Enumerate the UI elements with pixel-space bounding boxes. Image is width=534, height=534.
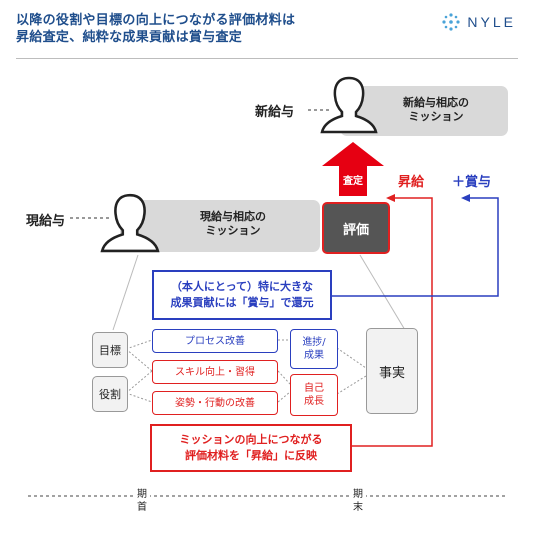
up-arrow-icon [322, 142, 384, 196]
current-mission-label: 現給与相応の ミッション [168, 210, 298, 238]
attitude-improvement-box: 姿勢・行動の改善 [152, 391, 278, 415]
goal-box: 目標 [92, 332, 128, 368]
raise-callout: ミッションの向上につながる 評価材料を「昇給」に反映 [150, 424, 352, 472]
person-silhouette-icon [320, 76, 378, 134]
current-mission-line-1: 現給与相応の [200, 210, 266, 223]
current-mission-line-2: ミッション [205, 224, 261, 237]
sparkle-logo-icon [442, 13, 461, 31]
period-end-label: 期 末 [350, 488, 366, 514]
brand-logo: NYLE [441, 12, 516, 32]
new-salary-label: 新給与 [255, 105, 295, 120]
current-salary-label: 現給与 [26, 214, 66, 229]
role-box: 役割 [92, 376, 128, 412]
raise-callout-line-1: ミッションの向上につながる [179, 433, 323, 446]
bonus-callout-line-2: 成果貢献には「賞与」で還元 [170, 296, 314, 309]
self-growth-box: 自己 成長 [290, 374, 338, 416]
new-mission-line-2: ミッション [408, 110, 464, 123]
logo-text: NYLE [467, 14, 516, 30]
new-mission-label: 新給与相応の ミッション [376, 96, 496, 124]
bonus-label: ＋賞与 [452, 175, 492, 190]
period-end-line-1: 期 [353, 489, 363, 500]
person-silhouette-icon [100, 193, 160, 253]
period-end-line-2: 末 [353, 502, 363, 513]
title-line-1: 以降の役割や目標の向上につながる評価材料は [16, 13, 296, 28]
new-mission-line-1: 新給与相応の [403, 96, 469, 109]
page-title: 以降の役割や目標の向上につながる評価材料は 昇給査定、純粋な成果貢献は賞与査定 [16, 12, 295, 46]
skill-improvement-box: スキル向上・習得 [152, 360, 278, 384]
title-line-2: 昇給査定、純粋な成果貢献は賞与査定 [16, 30, 243, 45]
period-start-label: 期 首 [134, 488, 150, 514]
evaluation-box: 評価 [322, 202, 390, 254]
fact-box: 事実 [366, 328, 418, 414]
progress-result-box: 進捗/ 成果 [290, 329, 338, 369]
process-improvement-box: プロセス改善 [152, 329, 278, 353]
raise-callout-line-2: 評価材料を「昇給」に反映 [185, 449, 317, 462]
period-start-line-1: 期 [137, 489, 147, 500]
bonus-callout-line-1: （本人にとって）特に大きな [170, 280, 314, 293]
header-divider [16, 58, 518, 59]
bonus-callout: （本人にとって）特に大きな 成果貢献には「賞与」で還元 [152, 270, 332, 320]
raise-label: 昇給 [398, 175, 425, 190]
assessment-label: 査定 [343, 176, 363, 187]
period-start-line-2: 首 [137, 502, 147, 513]
